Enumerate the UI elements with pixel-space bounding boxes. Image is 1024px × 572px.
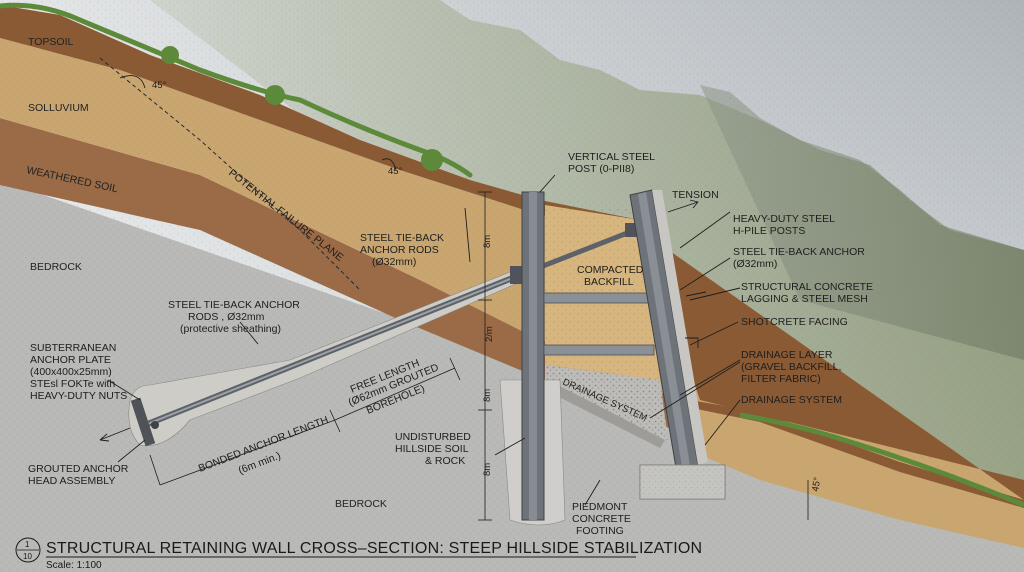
angle-arc-2 (381, 158, 397, 171)
label-anchor-plate-2: ANCHOR PLATE (30, 354, 111, 366)
label-anchor-plate-4: STEsl FOKTe with (30, 378, 115, 390)
tension-arrow (667, 201, 699, 213)
sheet-number-bottom: 10 (23, 552, 32, 561)
leader-hpile (679, 211, 731, 249)
label-undisturbed-2: HILLSIDE SOIL (395, 443, 469, 455)
label-anchor-right-2: (Ø32mm) (733, 258, 777, 270)
leader-undisturbed (494, 437, 526, 456)
drainage-pipe-band (545, 380, 665, 448)
waler-lower (543, 344, 655, 356)
waler-upper (543, 292, 651, 304)
rod-nut (625, 223, 637, 237)
grass-line (0, 2, 473, 178)
load-arrow (685, 291, 707, 297)
sheet-marker (15, 537, 41, 563)
downslope-topsoil (690, 400, 1024, 508)
label-compacted-1: COMPACTED (577, 264, 644, 276)
leader-vertical-post (539, 174, 556, 193)
label-bedrock-left: BEDROCK (30, 261, 82, 273)
anchor-nut (151, 421, 159, 429)
sheet-number-top: 1 (25, 540, 30, 549)
label-topsoil: TOPSOIL (28, 36, 73, 48)
dim-extension-lines (149, 357, 461, 486)
leader-tieback-lower (239, 321, 259, 345)
label-tieback-upper-3: (Ø32mm) (372, 256, 416, 268)
leader-anchor-plate (107, 379, 141, 401)
label-vertical-post-2: POST (0-PII8) (568, 163, 634, 175)
angle-label-1: 45° (152, 80, 167, 91)
drainage-gravel (545, 365, 668, 440)
dim-label-8m-mid: 8m (482, 389, 493, 402)
push-arrow-left (99, 427, 131, 441)
label-tieback-lower-1: STEEL TIE-BACK ANCHOR (168, 299, 300, 311)
label-anchor-right-1: STEEL TIE-BACK ANCHOR (733, 246, 865, 258)
free-length-dimline (334, 367, 456, 421)
label-anchor-plate-1: SUBTERRANEAN (30, 342, 116, 354)
label-vertical-post-1: VERTICAL STEEL (568, 151, 655, 163)
tie-back-rod-highlight (144, 274, 521, 426)
label-anchor-plate-5: HEAVY-DUTY NUTS (30, 390, 127, 402)
shrub (265, 85, 285, 105)
tension-arrow-head (689, 199, 699, 209)
footing-texture (640, 465, 725, 499)
label-drainage-layer-2: (GRAVEL BACKFILL, (741, 361, 841, 373)
downslope-soil (690, 405, 1024, 548)
label-piedmont-2: CONCRETE (572, 513, 631, 525)
angle-label-2: 45° (388, 166, 403, 177)
label-tieback-upper-2: ANCHOR RODS (360, 244, 439, 256)
dim-label-8m-upper: 8m (482, 235, 493, 248)
failure-plane-line (99, 57, 361, 291)
label-grouted-head-1: GROUTED ANCHOR (28, 463, 129, 475)
leader-piedmont (584, 479, 601, 506)
label-tieback-lower-3: (protective sheathing) (180, 323, 281, 335)
label-drainage-layer-1: DRAINAGE LAYER (741, 349, 833, 361)
grass-line-right (739, 412, 1024, 508)
leader-tieback-upper (464, 207, 471, 263)
leader-anchor-right (679, 257, 731, 291)
label-tension: TENSION (672, 189, 719, 201)
shrub (161, 46, 179, 64)
bonded-length-dimline (159, 419, 336, 486)
label-lagging-2: LAGGING & STEEL MESH (741, 293, 868, 305)
label-lagging-1: STRUCTURAL CONCRETE (741, 281, 873, 293)
label-tieback-upper-1: STEEL TIE-BACK (360, 232, 444, 244)
leader-lagging (689, 287, 741, 301)
label-drainage-layer-3: FILTER FABRIC) (741, 373, 821, 385)
h-pile-web (638, 192, 690, 467)
drawing-title: STRUCTURAL RETAINING WALL CROSS–SECTION:… (46, 540, 702, 557)
dim-label-2m: 2/m (484, 326, 495, 342)
label-bedrock-bottom: BEDROCK (335, 498, 387, 510)
angle-arc-1 (119, 75, 146, 89)
label-undisturbed-3: & ROCK (425, 455, 465, 467)
leader-drainage-system (704, 399, 741, 446)
push-arrow-left-head (99, 433, 110, 442)
dim-label-8m-lower: 8m (482, 463, 493, 476)
label-piedmont-3: FOOTING (576, 525, 624, 537)
label-hpile-1: HEAVY-DUTY STEEL (733, 213, 835, 225)
label-grouted-head-2: HEAD ASSEMBLY (28, 475, 115, 487)
vertical-post-web (529, 192, 537, 520)
label-anchor-plate-3: (400x400x25mm) (30, 366, 112, 378)
leader-drainage-layer (649, 359, 741, 419)
label-undisturbed-1: UNDISTURBED (395, 431, 471, 443)
drawing-scale: Scale: 1:100 (46, 560, 102, 571)
label-piedmont-1: PIEDMONT (572, 501, 628, 513)
anchor-plate (130, 397, 156, 447)
topsoil-layer (0, 5, 1024, 500)
shotcrete-facing (652, 190, 708, 465)
label-solluvium: SOLLUVIUM (28, 102, 89, 114)
drain-symbol (685, 337, 699, 348)
shrub (421, 149, 443, 171)
angle-label-3: 45° (810, 476, 823, 492)
leader-grouted-head (117, 439, 146, 463)
label-hpile-2: H-PILE POSTS (733, 225, 805, 237)
rod-coupler (510, 266, 524, 284)
label-shotcrete: SHOTCRETE FACING (741, 316, 848, 328)
label-compacted-2: BACKFILL (584, 276, 634, 288)
label-tieback-lower-2: RODS , Ø32mm (188, 311, 265, 323)
label-drainage-system-right: DRAINAGE SYSTEM (741, 394, 842, 406)
